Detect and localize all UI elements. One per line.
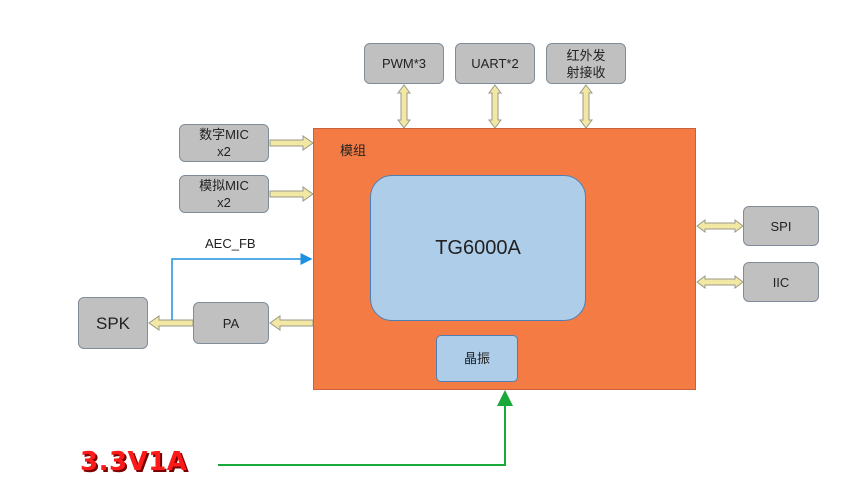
analog-mic-block: 模拟MIC x2 (179, 175, 269, 213)
speaker-block: SPK (78, 297, 148, 349)
crystal-oscillator: 晶振 (436, 335, 518, 382)
chip-tg6000a: TG6000A (370, 175, 586, 321)
aec-feedback-label: AEC_FB (205, 236, 256, 251)
pa-block: PA (193, 302, 269, 344)
digital-mic-block: 数字MIC x2 (179, 124, 269, 162)
spi-connector (696, 219, 744, 233)
uart-connector (488, 84, 502, 129)
pwm-connector (397, 84, 411, 129)
spi-block: SPI (743, 206, 819, 246)
pa-to-speaker-arrow (148, 315, 194, 331)
analog-mic-arrow (269, 186, 314, 202)
module-to-pa-arrow (269, 315, 314, 331)
uart-block: UART*2 (455, 43, 535, 84)
iic-block: IIC (743, 262, 819, 302)
aec-feedback-line (171, 253, 313, 320)
infrared-block: 红外发 射接收 (546, 43, 626, 84)
pwm-block: PWM*3 (364, 43, 444, 84)
digital-mic-arrow (269, 135, 314, 151)
power-label: 3.3V1A (80, 447, 188, 477)
iic-connector (696, 275, 744, 289)
ir-connector (579, 84, 593, 129)
module-title: 模组 (340, 143, 367, 158)
power-line (218, 390, 513, 466)
